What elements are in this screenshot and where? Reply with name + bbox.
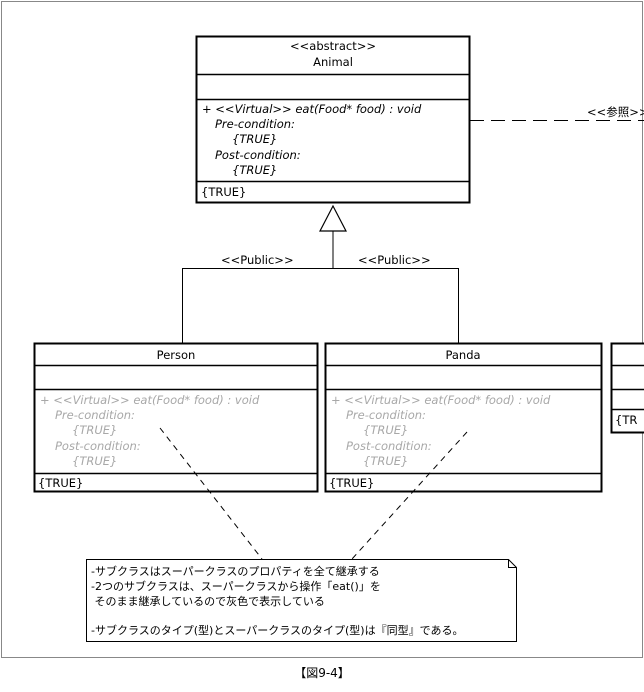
- generalization-label-left: <<Public>>: [221, 253, 294, 267]
- animal-post-condition-value: {TRUE}: [232, 163, 277, 177]
- animal-operation: + <<Virtual>> eat(Food* food) : void: [202, 102, 422, 116]
- person-invariant: {TRUE}: [38, 476, 83, 490]
- person-pre-condition-label: Pre-condition:: [55, 408, 135, 422]
- panda-class-name: Panda: [445, 348, 480, 362]
- panda-pre-condition-label: Pre-condition:: [346, 408, 426, 422]
- class-panda[interactable]: Panda + <<Virtual>> eat(Food* food) : vo…: [324, 342, 603, 493]
- class-person[interactable]: Person + <<Virtual>> eat(Food* food) : v…: [33, 342, 319, 493]
- animal-invariant: {TRUE}: [201, 185, 246, 199]
- note-box[interactable]: -サブクラスはスーパークラスのプロパティを全て継承する -2つのサブクラスは、ス…: [86, 559, 517, 642]
- person-post-condition-value: {TRUE}: [72, 454, 117, 468]
- animal-pre-condition-value: {TRUE}: [232, 132, 277, 146]
- diagram-frame: [1, 1, 643, 658]
- figure-caption: 【図9-4】: [294, 666, 350, 680]
- class-partial-right[interactable]: {TR: [610, 342, 644, 434]
- animal-pre-condition-label: Pre-condition:: [215, 117, 295, 131]
- partial-class-invariant: {TR: [615, 413, 637, 427]
- note-line-1: -サブクラスはスーパークラスのプロパティを全て継承する: [91, 564, 380, 578]
- generalization-label-right: <<Public>>: [358, 253, 431, 267]
- panda-invariant: {TRUE}: [329, 476, 374, 490]
- note-line-2: -2つのサブクラスは、スーパークラスから操作「eat()」を: [91, 579, 381, 593]
- animal-stereotype: <<abstract>>: [290, 39, 376, 53]
- note-anchor-person: [159, 427, 263, 560]
- panda-post-condition-value: {TRUE}: [363, 454, 408, 468]
- animal-post-condition-label: Post-condition:: [215, 148, 301, 162]
- class-animal[interactable]: <<abstract>> Animal + <<Virtual>> eat(Fo…: [195, 35, 471, 204]
- person-operation: + <<Virtual>> eat(Food* food) : void: [40, 393, 260, 407]
- reference-label: <<参照>>: [587, 105, 644, 119]
- person-pre-condition-value: {TRUE}: [72, 423, 117, 437]
- uml-class-diagram: <<abstract>> Animal + <<Virtual>> eat(Fo…: [1, 1, 644, 658]
- person-post-condition-label: Post-condition:: [55, 439, 141, 453]
- generalization-arrow: [182, 204, 459, 343]
- animal-class-name: Animal: [313, 55, 353, 69]
- panda-operation: + <<Virtual>> eat(Food* food) : void: [331, 393, 551, 407]
- person-class-name: Person: [157, 348, 196, 362]
- panda-pre-condition-value: {TRUE}: [363, 423, 408, 437]
- note-line-3: そのまま継承しているので灰色で表示している: [91, 594, 325, 608]
- panda-post-condition-label: Post-condition:: [346, 439, 432, 453]
- note-line-4: -サブクラスのタイプ(型)とスーパークラスのタイプ(型)は『同型』である。: [91, 623, 463, 637]
